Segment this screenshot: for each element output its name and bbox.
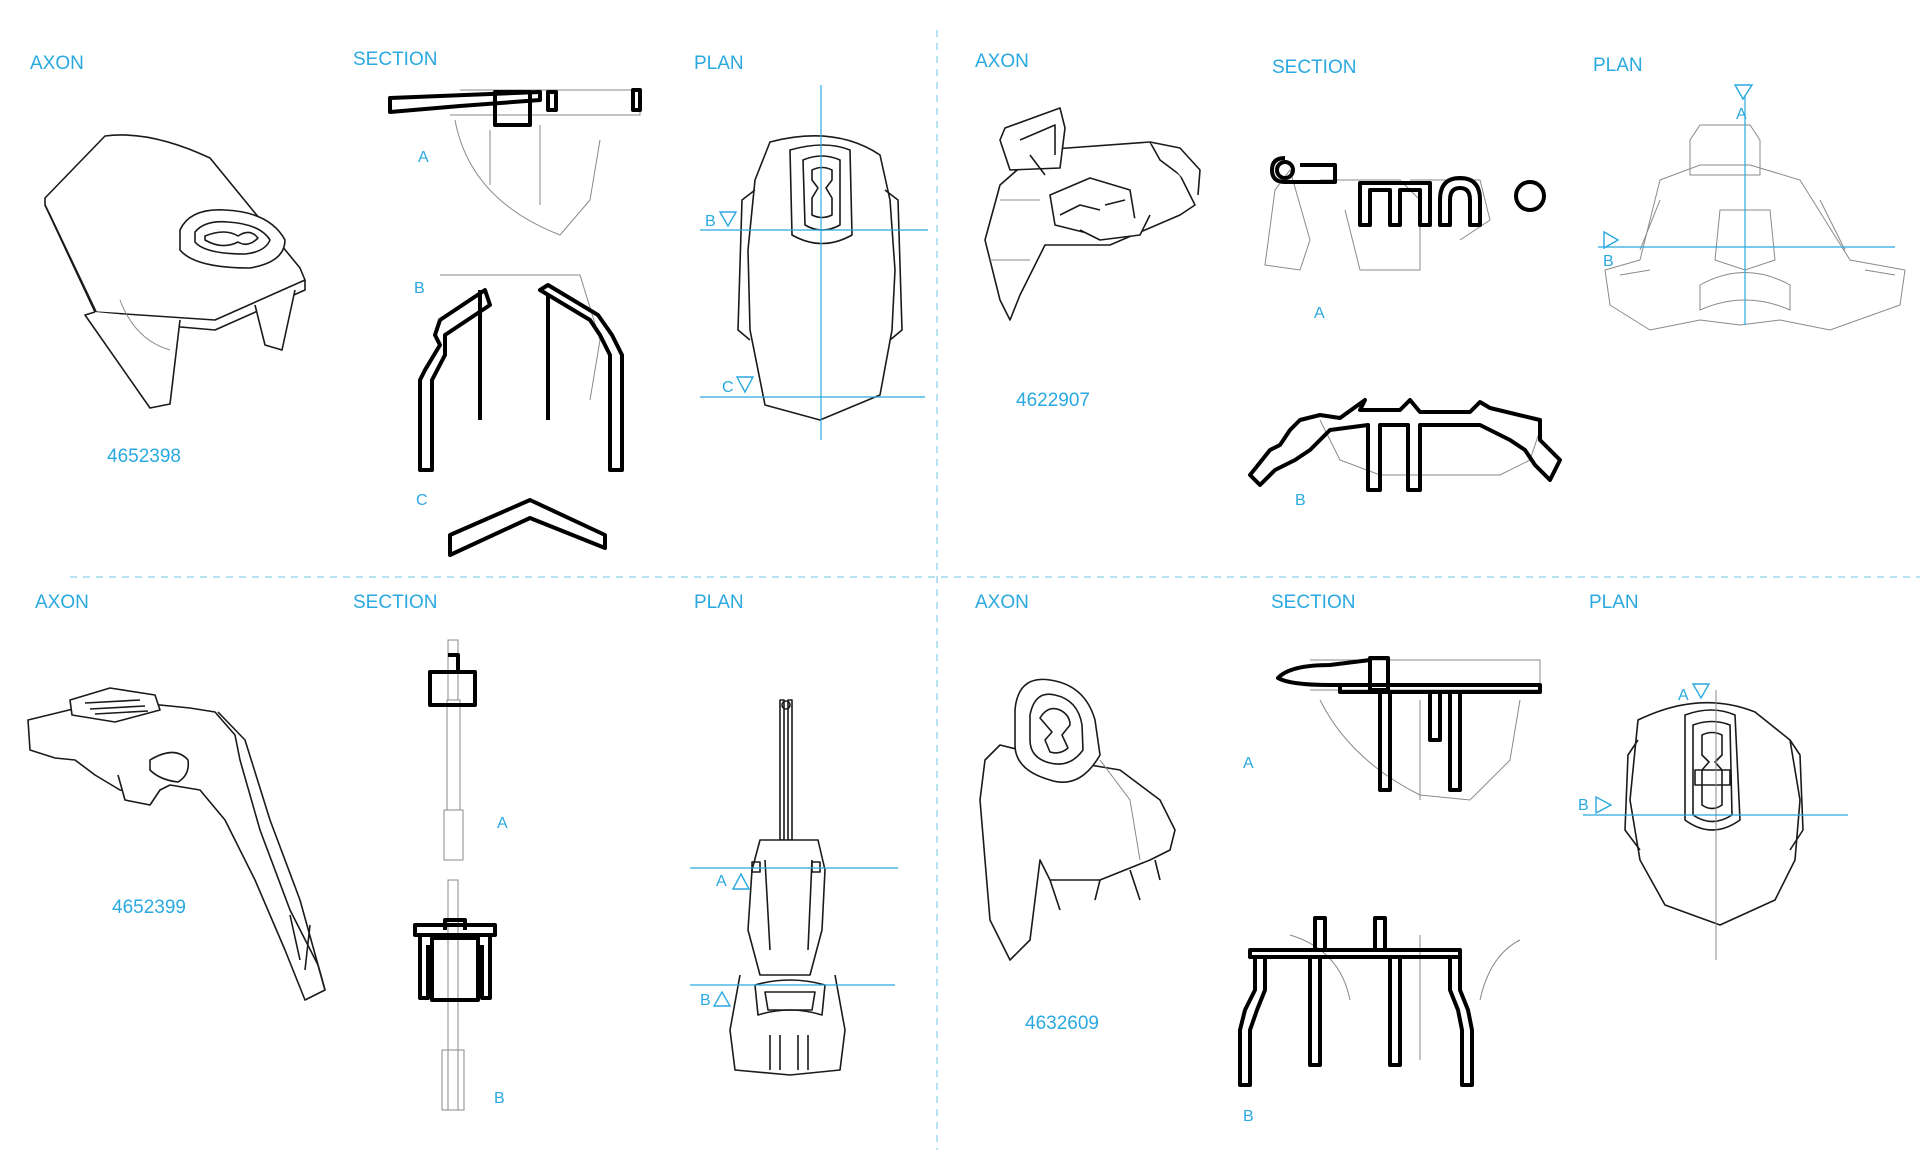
part-number: 4652399 <box>112 897 186 918</box>
axon-label: AXON <box>975 592 1029 613</box>
part-number: 4622907 <box>1016 390 1090 411</box>
plan-view: A B <box>1598 84 1906 331</box>
part-2-panel: AXON SECTION PLAN 4622907 A <box>975 51 1906 509</box>
section-view: A B C <box>388 88 642 557</box>
part-1-panel: AXON SECTION PLAN 4652398 A <box>30 49 928 557</box>
axon-label: AXON <box>35 592 89 613</box>
plan-view: A B <box>1578 683 1848 960</box>
plan-label: PLAN <box>1593 55 1643 76</box>
section-view: A B <box>1238 656 1542 1125</box>
section-mark: A <box>1243 755 1254 772</box>
axon-label: AXON <box>975 51 1029 72</box>
section-mark: B <box>414 280 425 297</box>
part-number: 4632609 <box>1025 1013 1099 1034</box>
plan-view: A B <box>690 699 898 1076</box>
plan-mark: B <box>700 992 711 1009</box>
section-mark: A <box>1314 305 1325 322</box>
plan-mark: B <box>1578 797 1589 814</box>
plan-label: PLAN <box>1589 592 1639 613</box>
plan-mark: A <box>716 873 727 890</box>
plan-label: PLAN <box>694 53 744 74</box>
section-label: SECTION <box>353 49 437 70</box>
section-view: A B <box>1248 156 1562 509</box>
axon-view <box>984 107 1201 321</box>
section-mark: C <box>416 492 428 509</box>
section-mark: B <box>494 1090 505 1107</box>
axon-label: AXON <box>30 53 84 74</box>
section-view: A B <box>413 639 508 1111</box>
section-label: SECTION <box>1271 592 1355 613</box>
section-mark: A <box>497 815 508 832</box>
section-label: SECTION <box>1272 57 1356 78</box>
plan-mark: A <box>1678 687 1689 704</box>
axon-view <box>27 687 326 1001</box>
plan-mark: B <box>705 213 716 230</box>
plan-label: PLAN <box>694 592 744 613</box>
part-number: 4652398 <box>107 446 181 467</box>
part-3-panel: AXON SECTION PLAN 4652399 A <box>27 592 898 1111</box>
section-mark: B <box>1243 1108 1254 1125</box>
plan-mark: C <box>722 379 734 396</box>
plan-mark: A <box>1736 106 1747 123</box>
section-mark: A <box>418 149 429 166</box>
section-mark: B <box>1295 492 1306 509</box>
section-label: SECTION <box>353 592 437 613</box>
plan-mark: B <box>1603 253 1614 270</box>
axon-view <box>979 678 1176 961</box>
part-4-panel: AXON SECTION PLAN 4632609 A <box>975 592 1848 1125</box>
plan-view: B C <box>700 85 928 440</box>
axon-view <box>44 134 306 409</box>
